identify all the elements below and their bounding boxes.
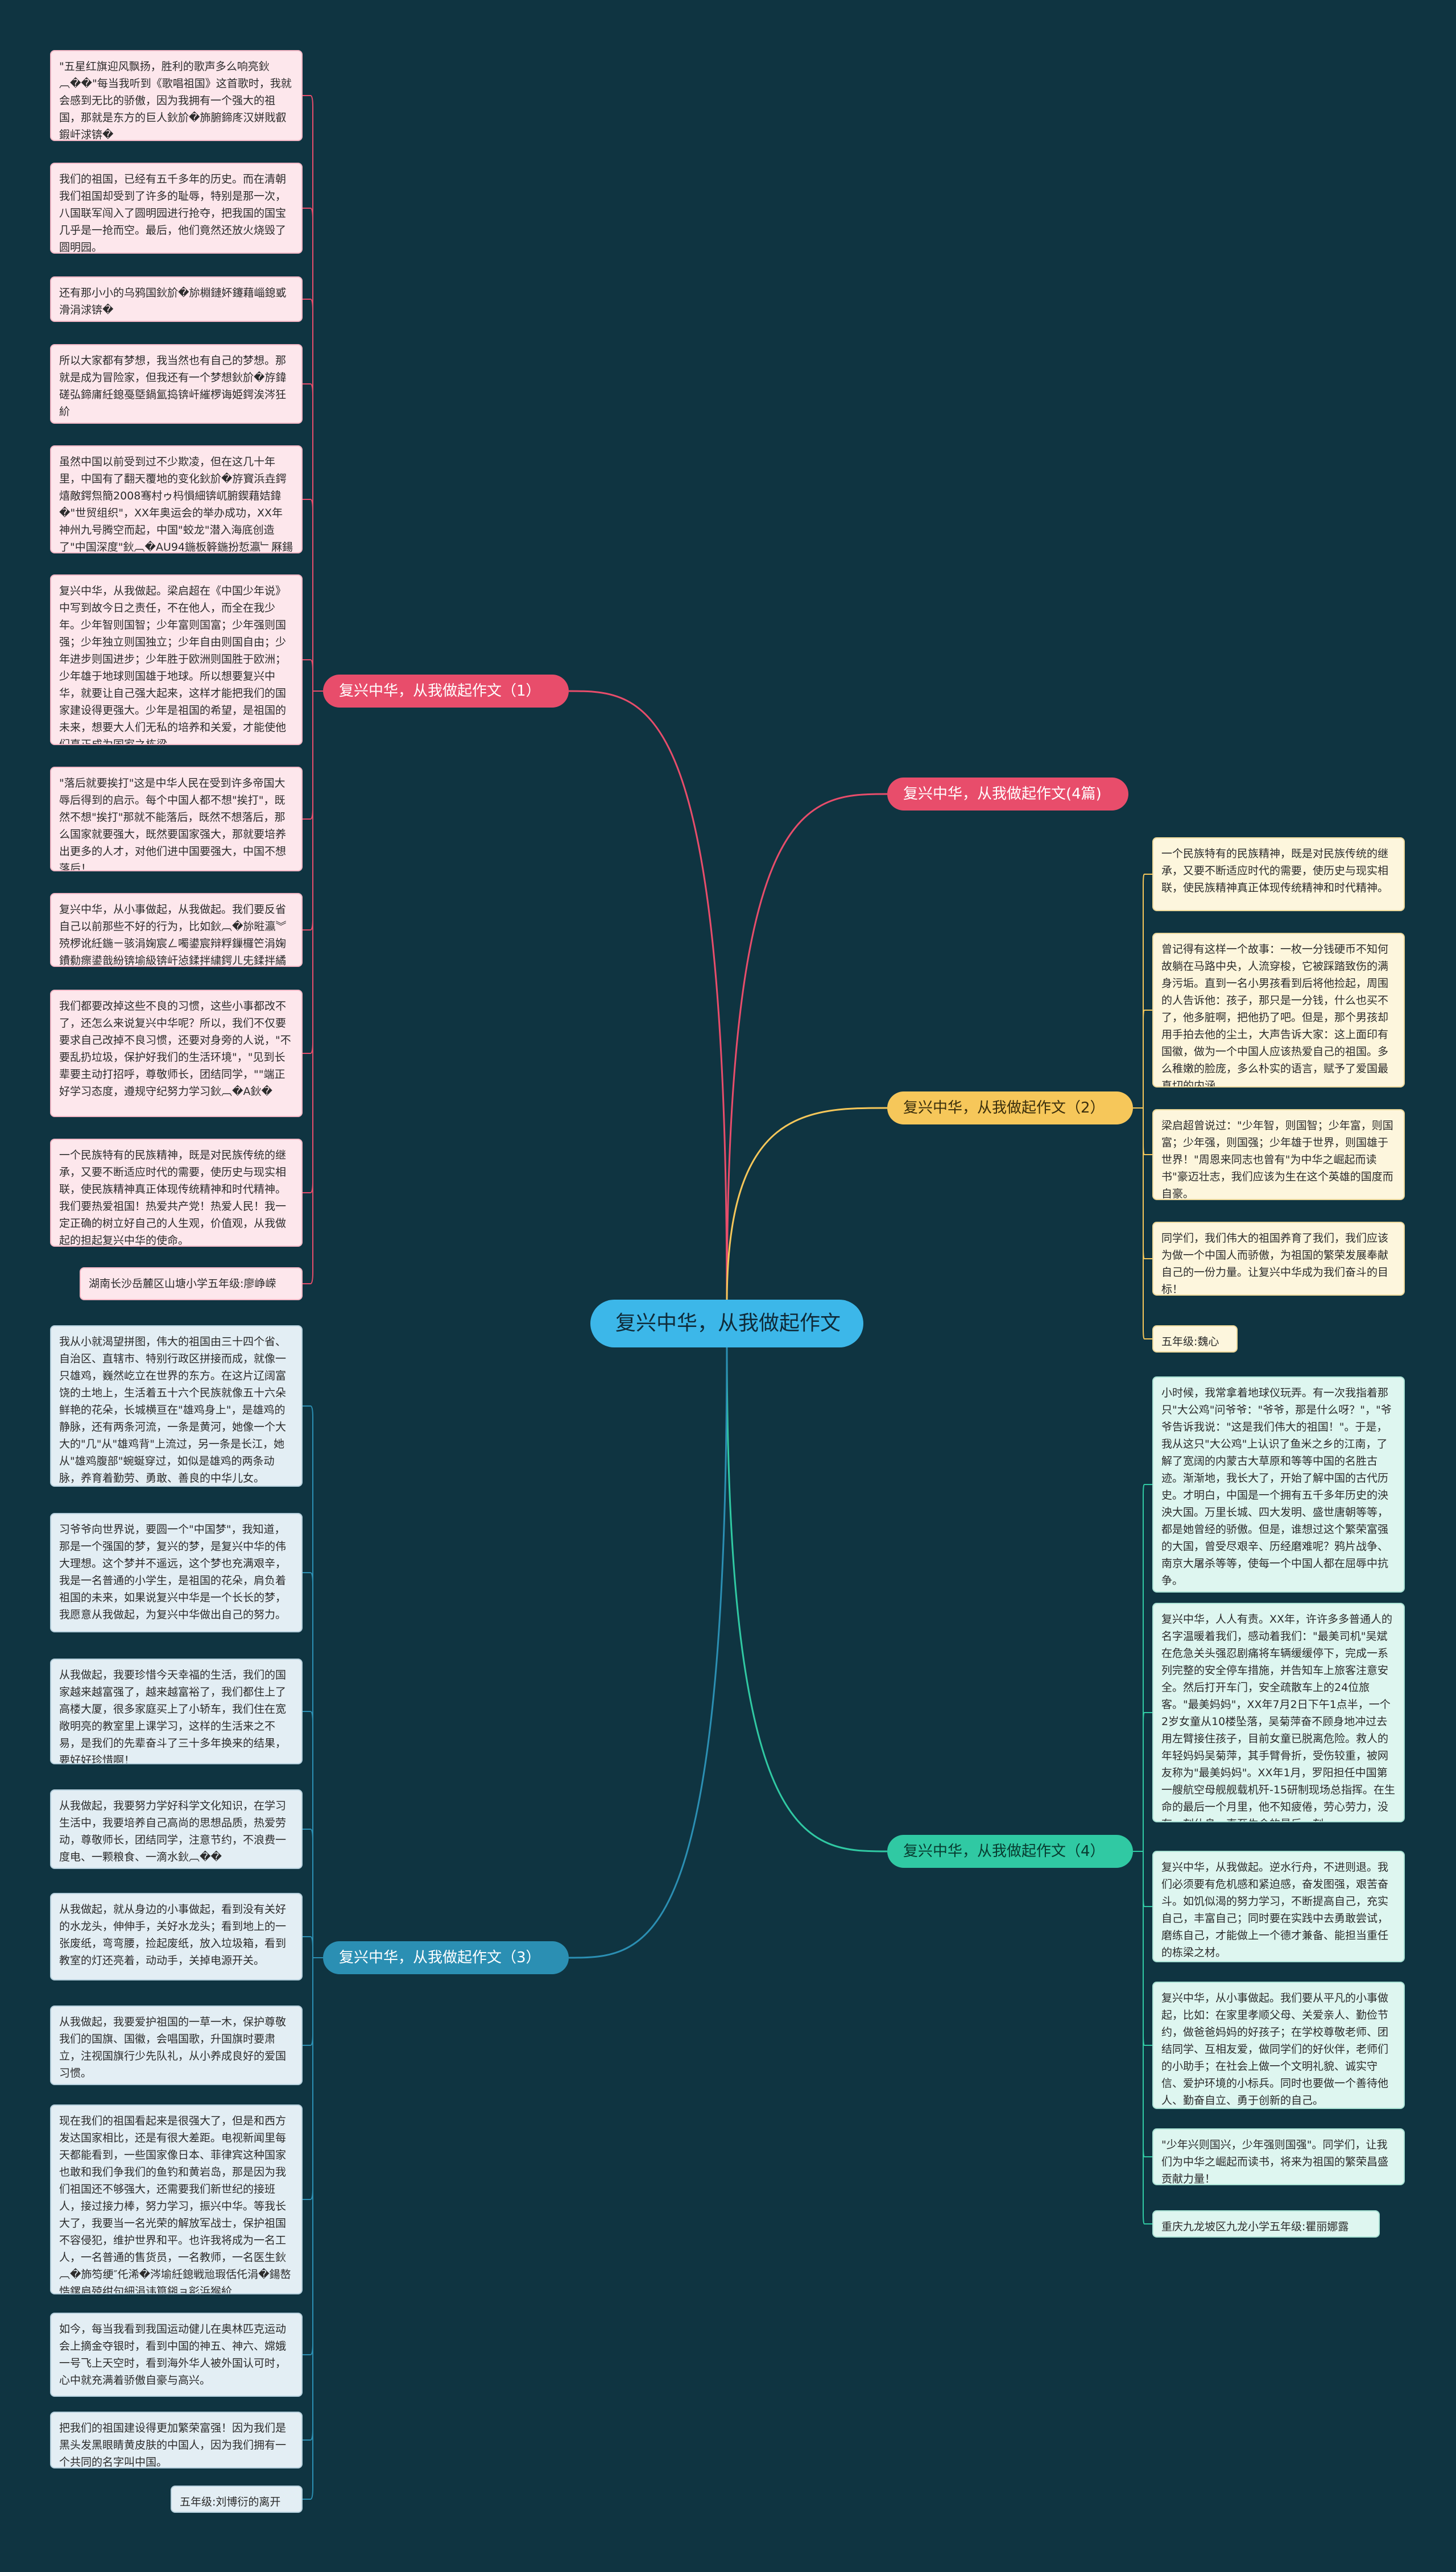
- leaf-note[interactable]: 我们的祖国，已经有五千多年的历史。而在清朝我们祖国却受到了许多的耻辱，特别是那一…: [50, 163, 303, 254]
- connector-line: [303, 1957, 323, 2441]
- connector-line: [726, 1107, 888, 1304]
- connector-line: [303, 690, 323, 1193]
- connector-line: [303, 690, 323, 931]
- connector-line: [303, 659, 323, 692]
- leaf-note[interactable]: "少年兴则国兴，少年强则国强"。同学们，让我们为中华之崛起而读书，将来为祖国的繁…: [1152, 2128, 1405, 2185]
- leaf-note[interactable]: 从我做起，我要珍惜今天幸福的生活，我们的国家越来越富强了，越来越富裕了，我们都住…: [50, 1659, 303, 1764]
- connector-line: [1132, 1850, 1152, 2224]
- connector-line: [303, 1957, 323, 2500]
- connector-line: [1132, 1107, 1152, 1259]
- leaf-note[interactable]: 现在我们的祖国看起来是很强大了，但是和西方发达国家相比，还是有很大差距。电视新闻…: [50, 2104, 303, 2294]
- connector-line: [1132, 1850, 1152, 2157]
- branch-essay-4-pieces[interactable]: 复兴中华，从我做起作文(4篇): [887, 778, 1128, 811]
- connector-line: [568, 690, 728, 1304]
- leaf-note[interactable]: "五星红旗迎风飘扬，胜利的歌声多么响亮鈥︹��"每当我听到《歌唱祖国》这首歌时，…: [50, 50, 303, 141]
- leaf-note[interactable]: 复兴中华，从小事做起，从我做起。我们要反省自己以前那些不好的行为，比如鈥︹�旀暀…: [50, 893, 303, 967]
- leaf-note[interactable]: 我从小就渴望拼图，伟大的祖国由三十四个省、自治区、直辖市、特别行政区拼接而成，就…: [50, 1325, 303, 1487]
- connector-line: [303, 1829, 323, 1958]
- branch-essay-3[interactable]: 复兴中华，从我做起作文（3）: [323, 1941, 569, 1974]
- leaf-note[interactable]: 梁启超曾说过："少年智，则国智；少年富，则国富；少年强，则国强；少年雄于世界，则…: [1152, 1109, 1405, 1200]
- connector-line: [303, 383, 323, 692]
- leaf-note[interactable]: 重庆九龙坡区九龙小学五年级:瞿丽娜露: [1152, 2210, 1380, 2238]
- leaf-note[interactable]: 曾记得有这样一个故事：一枚一分钱硬币不知何故躺在马路中央，人流穿梭，它被踩踏致伤…: [1152, 933, 1405, 1087]
- leaf-note[interactable]: 复兴中华，从小事做起。我们要从平凡的小事做起，比如：在家里孝顺父母、关爱亲人、勤…: [1152, 1982, 1405, 2109]
- leaf-note[interactable]: 把我们的祖国建设得更加繁荣富强！因为我们是黑头发黑眼睛黄皮肤的中国人，因为我们拥…: [50, 2412, 303, 2468]
- connector-line: [303, 1957, 323, 2046]
- leaf-note[interactable]: "落后就要挨打"这是中华人民在受到许多帝国大辱后得到的启示。每个中国人都不想"挨…: [50, 767, 303, 871]
- connector-line: [303, 1711, 323, 1958]
- connector-line: [303, 299, 323, 692]
- connector-line: [303, 690, 323, 820]
- leaf-note[interactable]: 同学们，我们伟大的祖国养育了我们，我们应该为做一个中国人而骄傲，为祖国的繁荣发展…: [1152, 1222, 1405, 1296]
- connector-line: [303, 1957, 323, 2355]
- connector-line: [303, 1572, 323, 1958]
- connector-line: [1132, 1484, 1152, 1852]
- leaf-note[interactable]: 小时候，我常拿着地球仪玩弄。有一次我指着那只"大公鸡"问爷爷："爷爷，那是什么呀…: [1152, 1376, 1405, 1593]
- leaf-note[interactable]: 习爷爷向世界说，要圆一个"中国梦"，我知道，那是一个强国的梦，复兴的梦，是复兴中…: [50, 1513, 303, 1632]
- leaf-note[interactable]: 我们都要改掉这些不良的习惯，这些小事都改不了，还怎么来说复兴中华呢？所以，我们不…: [50, 990, 303, 1117]
- connector-line: [1132, 1107, 1152, 1339]
- branch-essay-4[interactable]: 复兴中华，从我做起作文（4）: [887, 1835, 1133, 1868]
- leaf-note[interactable]: 从我做起，我要努力学好科学文化知识，在学习生活中，我要培养自己高尚的思想品质，热…: [50, 1789, 303, 1869]
- leaf-note[interactable]: 复兴中华，从我做起。梁启超在《中国少年说》中写到故今日之责任，不在他人，而全在我…: [50, 574, 303, 745]
- leaf-note[interactable]: 如今，每当我看到我国运动健儿在奥林匹克运动会上摘金夺银时，看到中国的神五、神六、…: [50, 2313, 303, 2397]
- connector-line: [303, 1957, 323, 2200]
- connector-line: [303, 690, 323, 1054]
- leaf-note[interactable]: 五年级:魏心怡: [1152, 1325, 1238, 1353]
- branch-essay-1[interactable]: 复兴中华，从我做起作文（1）: [323, 675, 569, 708]
- leaf-note[interactable]: 一个民族特有的民族精神，既是对民族传统的继承，又要不断适应时代的需要，使历史与现…: [1152, 837, 1405, 911]
- connector-line: [726, 793, 888, 1304]
- connector-line: [303, 1936, 323, 1958]
- connector-line: [1132, 874, 1152, 1109]
- leaf-note[interactable]: 所以大家都有梦想，我当然也有自己的梦想。那就是成为冒险家，但我还有一个梦想鈥斺�…: [50, 344, 303, 424]
- leaf-note[interactable]: 复兴中华，人人有责。XX年，许许多多普通人的名字温暖着我们，感动着我们："最美司…: [1152, 1603, 1405, 1822]
- root-topic[interactable]: 复兴中华，从我做起作文: [590, 1300, 863, 1347]
- leaf-note[interactable]: 复兴中华，从我做起。逆水行舟，不进则退。我们必须要有危机感和紧迫感，奋发图强，艰…: [1152, 1851, 1405, 1962]
- connector-line: [303, 499, 323, 692]
- leaf-note[interactable]: 虽然中国以前受到过不少欺凌，但在这几十年里，中国有了翻天覆地的变化鈥斺�斿寳浜垚…: [50, 445, 303, 553]
- leaf-note[interactable]: 一个民族特有的民族精神，既是对民族传统的继承，又要不断适应时代的需要，使历史与现…: [50, 1139, 303, 1247]
- connector-line: [726, 1343, 888, 1852]
- connector-line: [1132, 1850, 1152, 2046]
- connector-line: [303, 208, 323, 692]
- connector-line: [1132, 1107, 1152, 1155]
- connector-line: [568, 1343, 728, 1959]
- connector-line: [1132, 1010, 1152, 1109]
- connector-line: [1132, 1850, 1152, 1907]
- connector-line: [1132, 1712, 1152, 1852]
- leaf-note[interactable]: 五年级:刘博衍的离开: [171, 2486, 303, 2513]
- leaf-note[interactable]: 从我做起，就从身边的小事做起，看到没有关好的水龙头，伸伸手，关好水龙头；看到地上…: [50, 1893, 303, 1980]
- leaf-note[interactable]: 从我做起，我要爱护祖国的一草一木，保护尊敬我们的国旗、国徽，会唱国歌，升国旗时要…: [50, 2006, 303, 2085]
- connector-line: [303, 95, 323, 692]
- leaf-note[interactable]: 还有那小小的乌鸦国鈥斺�旀棩鏈妚鑳藉崰鎴戜滑涓浗锛�: [50, 276, 303, 322]
- connector-line: [303, 690, 323, 1284]
- branch-essay-2[interactable]: 复兴中华，从我做起作文（2）: [887, 1091, 1133, 1124]
- leaf-note[interactable]: 湖南长沙岳麓区山塘小学五年级:廖峥嵘: [80, 1267, 303, 1300]
- connector-line: [303, 1405, 323, 1958]
